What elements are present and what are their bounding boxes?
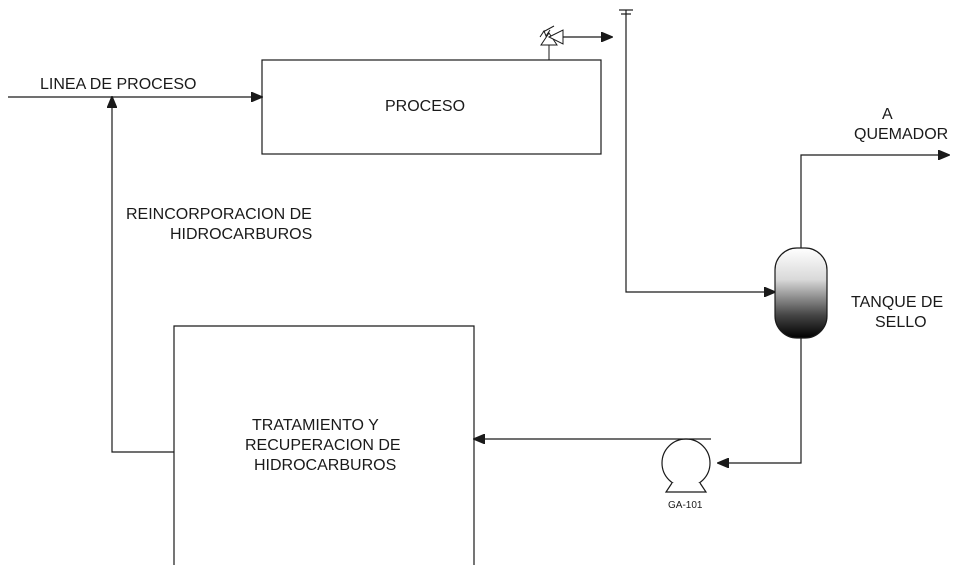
- vent-header-line: [625, 10, 775, 292]
- reincorporation-line: [112, 97, 174, 453]
- seal-tank-label-line2: SELLO: [875, 314, 927, 331]
- pump-ga-101: [661, 438, 711, 493]
- process-label: PROCESO: [385, 98, 465, 115]
- to-burner-label-line2: QUEMADOR: [854, 126, 948, 143]
- relief-valve: [539, 25, 564, 60]
- treatment-label-line2: RECUPERACION DE: [245, 437, 401, 454]
- to-burner-label-line1: A: [882, 106, 893, 123]
- reincorporation-label-line2: HIDROCARBUROS: [170, 226, 312, 243]
- seal-tank-label-line1: TANQUE DE: [851, 294, 943, 311]
- treatment-box: [173, 325, 475, 565]
- process-line-label: LINEA DE PROCESO: [40, 76, 197, 93]
- reincorporation-label-line1: REINCORPORACION DE: [126, 206, 312, 223]
- process-box: [261, 59, 602, 155]
- seal-tank: [774, 247, 828, 339]
- treatment-label-line1: TRATAMIENTO Y: [252, 417, 379, 434]
- tank-to-pump-line: [718, 338, 802, 463]
- pump-tag-label: GA-101: [668, 500, 703, 511]
- flare-line: [800, 155, 949, 248]
- treatment-label-line3: HIDROCARBUROS: [254, 457, 396, 474]
